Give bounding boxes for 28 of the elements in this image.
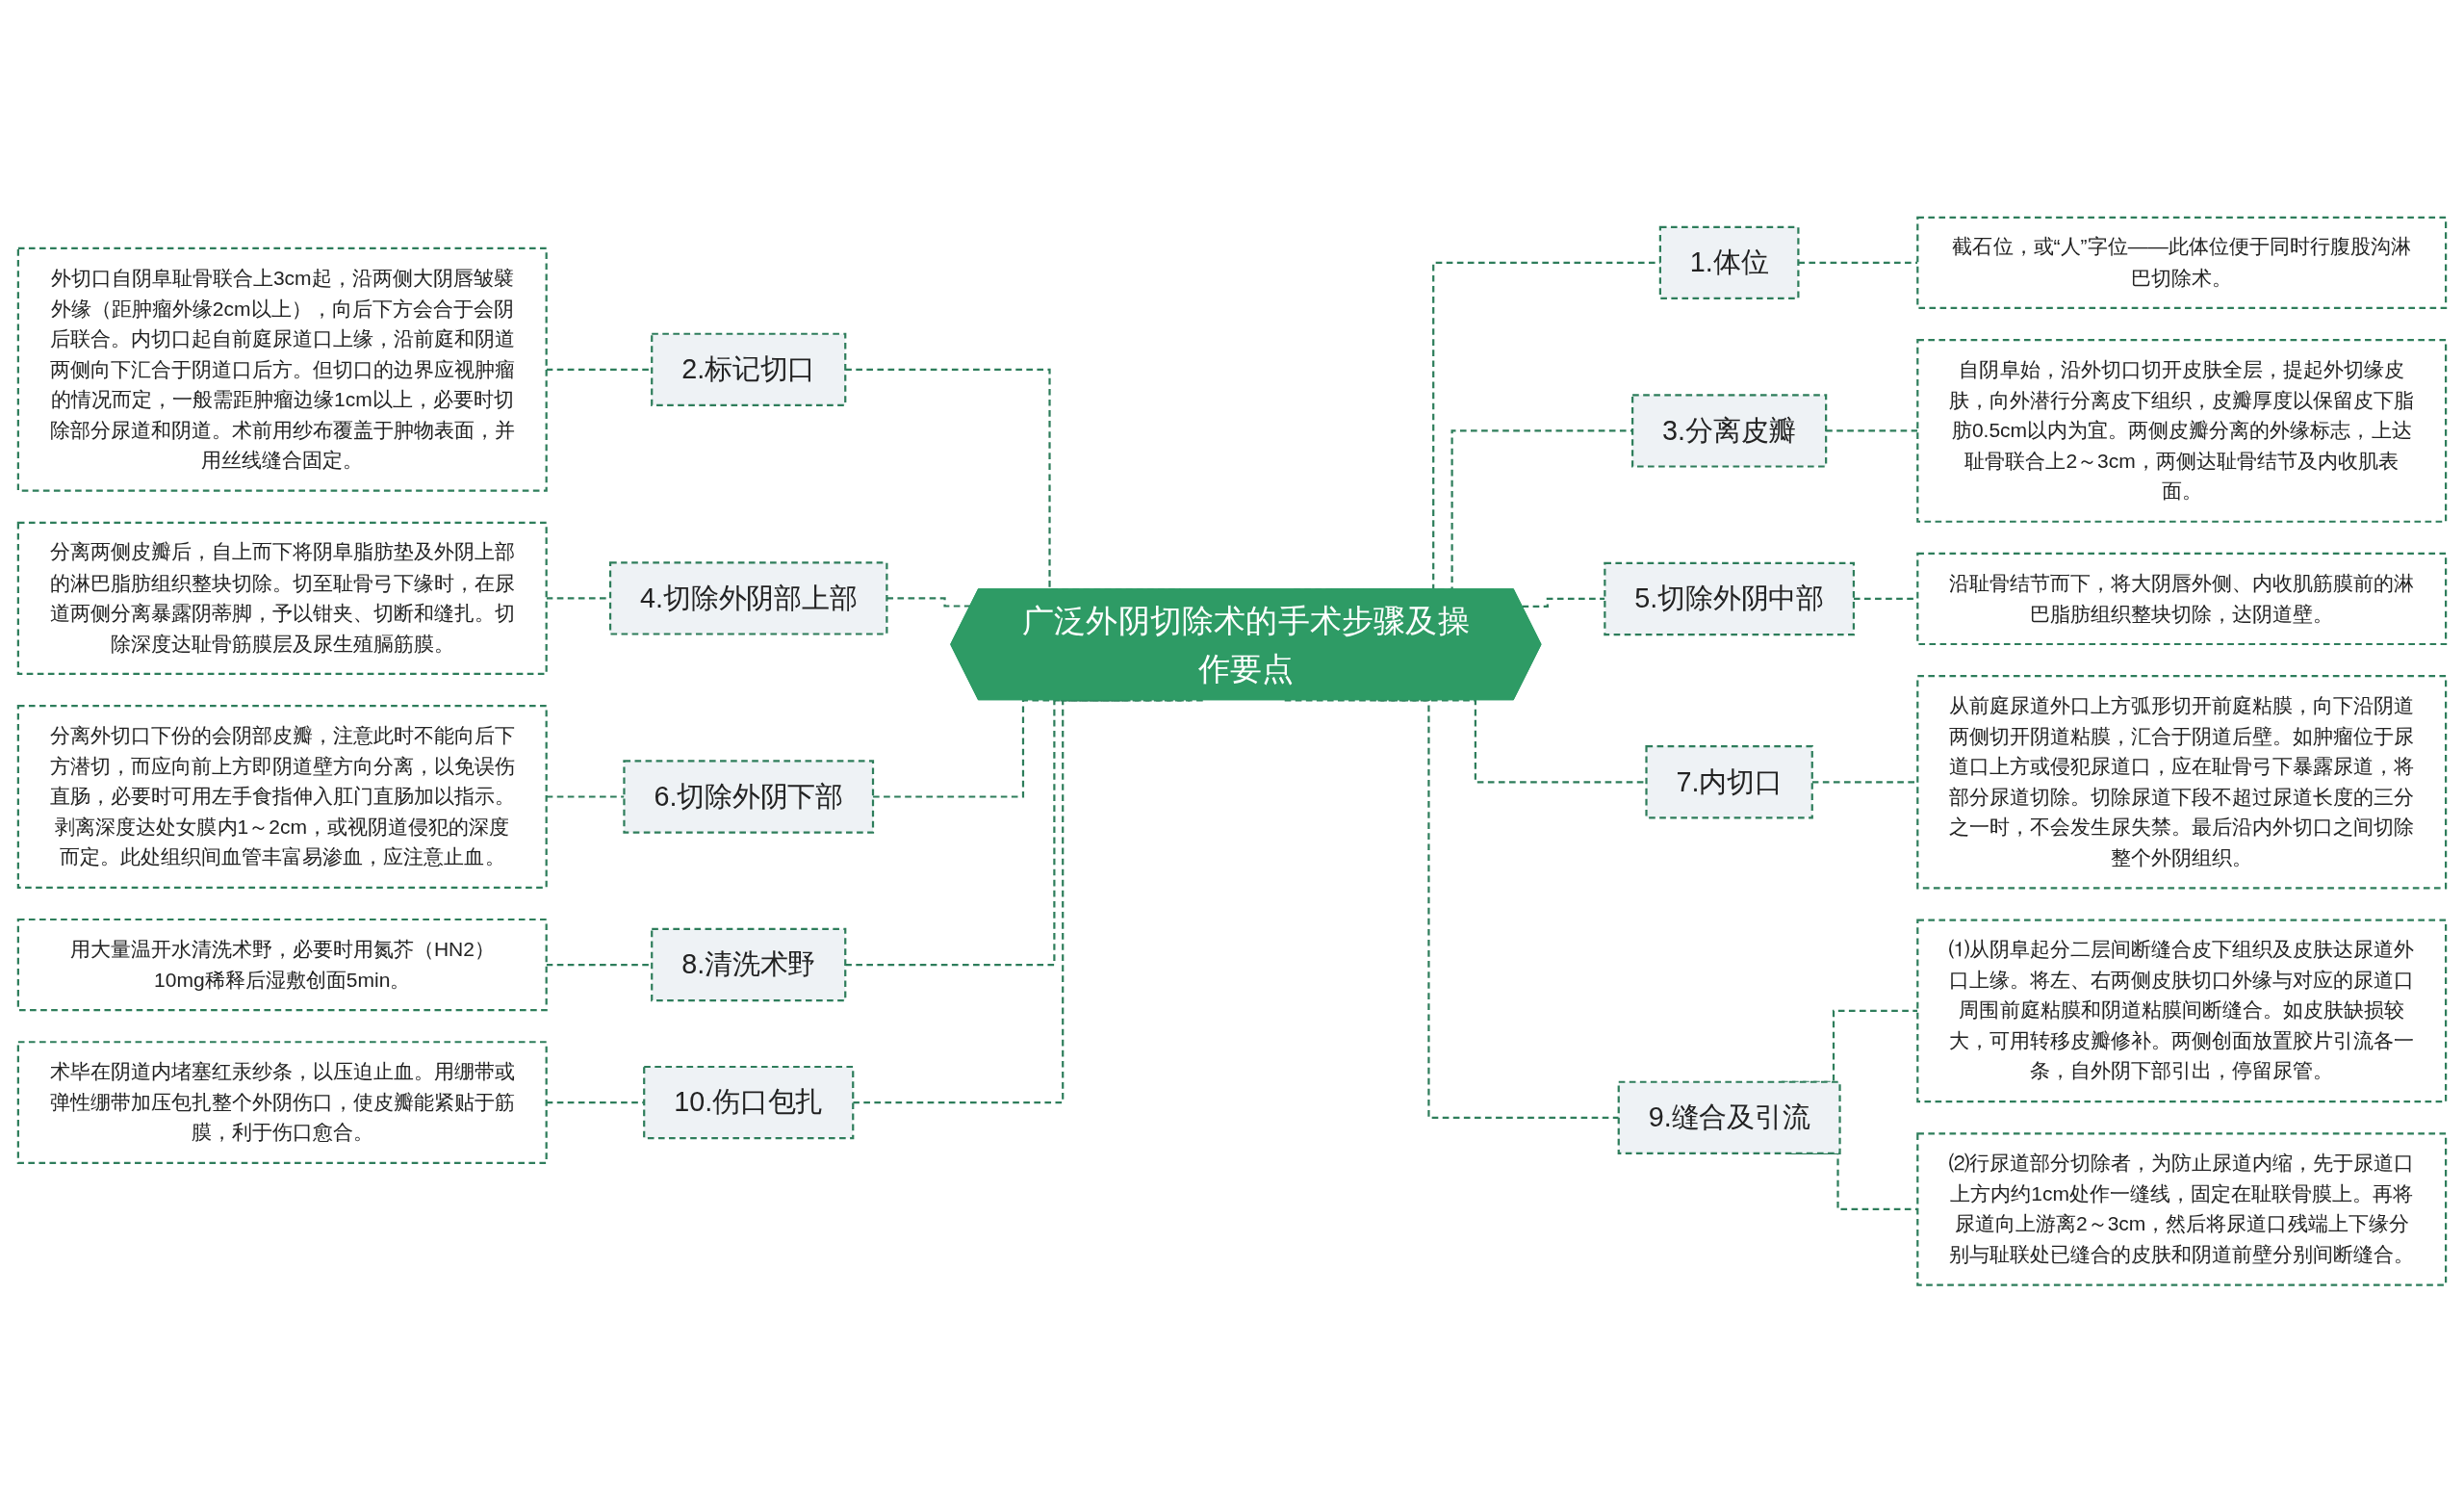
connector (546, 795, 625, 798)
connector (1826, 429, 1918, 432)
connector (886, 597, 971, 608)
node-box: 3.分离皮瓣 (1631, 394, 1828, 468)
node-box: 自阴阜始，沿外切口切开皮肤全层，提起外切缘皮肤，向外潜行分离皮下组织，皮瓣厚度以保留皮下脂肪0.5cm以内为宜。两侧皮瓣分离的外缘标志，上达耻骨联合上2～3cm，两侧达耻骨结节及内收肌表面。 (1916, 338, 2448, 523)
node-box: ⑵行尿道部分切除者，为防止尿道内缩，先于尿道口上方内约1cm处作一缝线，固定在耻联骨膜上。再将尿道向上游离2～3cm，然后将尿道口残端上下缘分别与耻联处已缝合的皮肤和阴道前壁分别间断缝合。 (1916, 1132, 2448, 1286)
node-box: 从前庭尿道外口上方弧形切开前庭粘膜，向下沿阴道两侧切开阴道粘膜，汇合于阴道后壁。如肿瘤位于尿道口上方或侵犯尿道口，应在耻骨弓下暴露尿道，将部分尿道切除。切除尿道下段不超过尿道长度的三分之一时，不会发生尿失禁。最后沿内外切口之间切除整个外阴组织。 (1916, 674, 2448, 890)
node-box: 4.切除外阴部上部 (608, 561, 888, 635)
node-box: 外切口自阴阜耻骨联合上3cm起，沿两侧大阴唇皱襞外缘（距肿瘤外缘2cm以上），向后下方会合于会阴后联合。内切口起自前庭尿道口上缘，沿前庭和阴道两侧向下汇合于阴道口后方。但切口的边界应视肿瘤的情况而定，一般需距肿瘤边缘1cm以上，必要时切除部分尿道和阴道。术前用纱布覆盖于肿物表面，并用丝线缝合固定。 (16, 246, 548, 492)
connector (1798, 261, 1918, 264)
connector (1284, 699, 1619, 1119)
node-box: 分离两侧皮瓣后，自上而下将阴阜脂肪垫及外阴上部的淋巴脂肪组织整块切除。切至耻骨弓下缘时，在尿道两侧分离暴露阴蒂脚，予以钳夹、切断和缝扎。切除深度达耻骨筋膜层及尿生殖膈筋膜。 (16, 521, 548, 675)
node-box: 术毕在阴道内堵塞红汞纱条，以压迫止血。用绷带或弹性绷带加压包扎整个外阴伤口，使皮瓣能紧贴于筋膜，利于伤口愈合。 (16, 1040, 548, 1164)
node-box: ⑴从阴阜起分二层间断缝合皮下组织及皮肤达尿道外口上缘。将左、右两侧皮肤切口外缘与对应的尿道口周围前庭粘膜和阴道粘膜间断缝合。如皮肤缺损较大，可用转移皮瓣修补。两侧创面放置胶片引流各一条，自外阴下部引出，停留尿管。 (1916, 919, 2448, 1103)
node-box: 7.内切口 (1645, 744, 1813, 819)
node-box: 截石位，或“人”字位——此体位便于同时行腹股沟淋巴切除术。 (1916, 216, 2448, 309)
node-box: 5.切除外阴中部 (1604, 561, 1856, 635)
node-box: 9.缝合及引流 (1617, 1080, 1841, 1154)
node-box: 10.伤口包扎 (643, 1065, 855, 1140)
node-box: 2.标记切口 (651, 332, 847, 406)
node-box: 用大量温开水清洗术野，必要时用氮芥（HN2）10mg稀释后湿敷创面5min。 (16, 918, 548, 1011)
node-box: 沿耻骨结节而下，将大阴唇外侧、内收肌筋膜前的淋巴脂肪组织整块切除，达阴道壁。 (1916, 552, 2448, 645)
connector (546, 1101, 645, 1103)
node-box: 6.切除外阴下部 (623, 760, 875, 834)
node-box: 分离外切口下份的会阴部皮瓣，注意此时不能向后下方潜切，而应向前上方即阴道壁方向分离，以免误伤直肠，必要时可用左手食指伸入肛门直肠加以指示。剥离深度达处女膜内1～2cm，或视阴道侵犯的深度而定。此处组织间血管丰富易渗血，应注意止血。 (16, 704, 548, 889)
node-box: 1.体位 (1658, 225, 1800, 299)
node-box: 8.清洗术野 (651, 927, 847, 1001)
connector (1522, 597, 1605, 608)
